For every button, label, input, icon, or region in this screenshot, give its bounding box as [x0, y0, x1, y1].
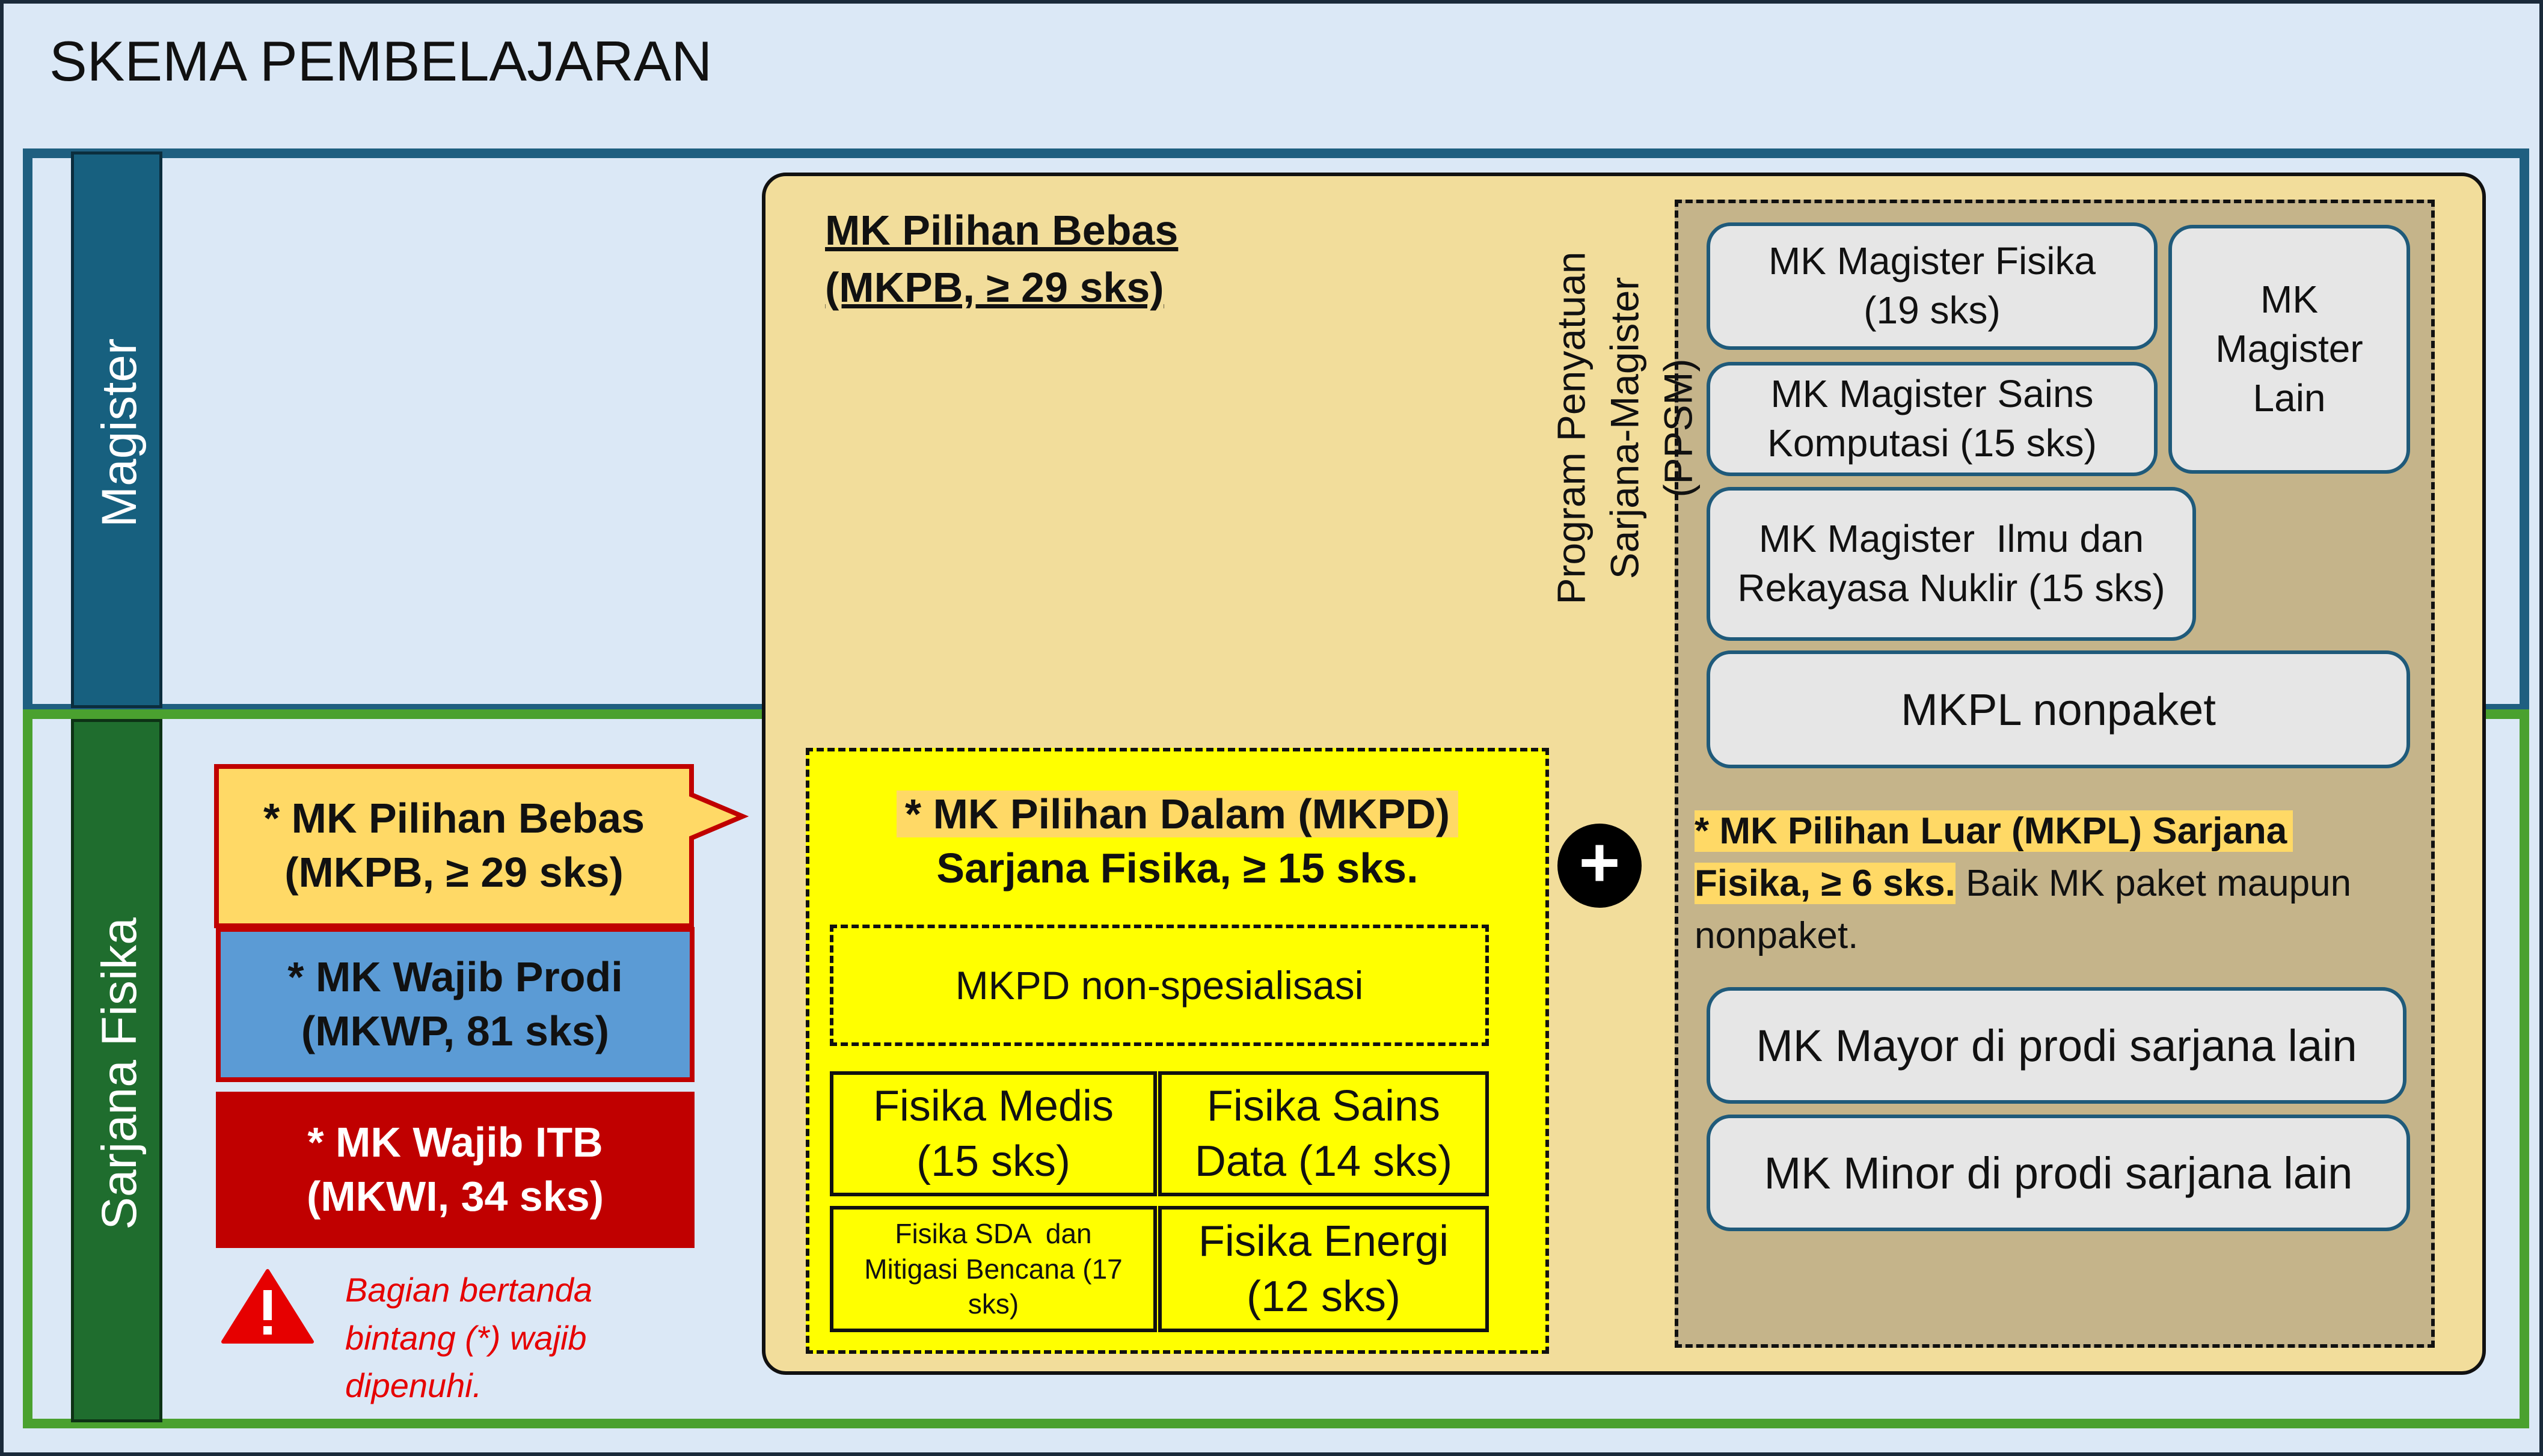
sarjana-label-bar: Sarjana Fisika: [71, 719, 162, 1422]
mkpl-line1: * MK Pilihan Luar (MKPL) Sarjana: [1695, 810, 2293, 852]
mkpl-line2-bold: Fisika, ≥ 6 sks.: [1695, 862, 1956, 904]
fisika-medis-line2: (15 sks): [916, 1137, 1071, 1185]
sarjana-mkpb-line1: * MK Pilihan Bebas: [263, 795, 645, 842]
mk-magister-nuklir-box: MK Magister Ilmu dan Rekayasa Nuklir (15…: [1707, 487, 2196, 641]
mkpd-line1: * MK Pilihan Dalam (MKPD): [896, 791, 1459, 837]
ppsm-line2: Sarjana-Magister: [1602, 277, 1647, 580]
mk-mayor-label: MK Mayor di prodi sarjana lain: [1756, 1020, 2357, 1071]
plus-icon: +: [1557, 824, 1642, 908]
mkwp-line1: * MK Wajib Prodi: [287, 953, 623, 1001]
mk-minor-box: MK Minor di prodi sarjana lain: [1707, 1115, 2410, 1231]
mk-magister-lain-box: MK Magister Lain: [2168, 225, 2410, 474]
mkpd-nonspesialisasi-label: MKPD non-spesialisasi: [955, 963, 1364, 1008]
fisika-medis-box: Fisika Medis (15 sks): [830, 1071, 1157, 1196]
sarjana-mkpb-line2: (MKPB, ≥ 29 sks): [284, 849, 624, 896]
mkpd-title: * MK Pilihan Dalam (MKPD) Sarjana Fisika…: [809, 788, 1546, 895]
mkwi-line2: (MKWI, 34 sks): [307, 1173, 604, 1220]
mk-magister-nuklir-line2: Rekayasa Nuklir (15 sks): [1737, 566, 2165, 610]
ppsm-line1: Program Penyatuan: [1548, 251, 1594, 605]
mkpl-nonpaket-label: MKPL nonpaket: [1901, 684, 2216, 735]
sarjana-mkpb-text: * MK Pilihan Bebas (MKPB, ≥ 29 sks): [218, 767, 690, 925]
sarjana-mkpb-callout: [214, 764, 749, 928]
mk-magister-sains-line2: Komputasi (15 sks): [1767, 421, 2097, 465]
fisika-energi-line2: (12 sks): [1246, 1273, 1401, 1321]
magister-label-bar: Magister: [71, 151, 162, 708]
mkwi-line1: * MK Wajib ITB: [307, 1119, 603, 1166]
fisika-sains-data-box: Fisika Sains Data (14 sks): [1158, 1071, 1489, 1196]
mkpl-line2-rest: Baik MK paket maupun: [1955, 862, 2352, 904]
warning-line2: bintang (*) wajib: [345, 1318, 587, 1357]
mk-magister-lain-line2: Magister: [2215, 327, 2363, 371]
mk-magister-sains-line1: MK Magister Sains: [1770, 372, 2094, 416]
fisika-sda-line3: sks): [968, 1288, 1019, 1320]
magister-mkpb-line2: (MKPB, ≥ 29 sks): [825, 263, 1164, 311]
mkpl-line3: nonpaket.: [1695, 914, 1859, 956]
mk-magister-lain-line1: MK: [2260, 278, 2318, 322]
mk-magister-nuklir-line1: MK Magister Ilmu dan: [1758, 517, 2144, 561]
mk-minor-label: MK Minor di prodi sarjana lain: [1764, 1148, 2353, 1198]
plus-symbol: +: [1578, 823, 1621, 902]
mkpd-line2: Sarjana Fisika, ≥ 15 sks.: [936, 844, 1419, 892]
fisika-sda-line1: Fisika SDA dan: [895, 1217, 1092, 1249]
fisika-sains-data-line2: Data (14 sks): [1194, 1137, 1453, 1185]
warning-line3: dipenuhi.: [345, 1366, 482, 1405]
mkwi-box: * MK Wajib ITB (MKWI, 34 sks): [216, 1092, 695, 1248]
warning-line1: Bagian bertanda: [345, 1271, 593, 1309]
fisika-sda-box: Fisika SDA dan Mitigasi Bencana (17 sks): [830, 1206, 1157, 1332]
mkpl-description: * MK Pilihan Luar (MKPL) Sarjana Fisika,…: [1695, 806, 2428, 962]
mkpd-nonspesialisasi-box: MKPD non-spesialisasi: [830, 925, 1489, 1046]
mk-magister-fisika-box: MK Magister Fisika (19 sks): [1707, 222, 2158, 350]
mk-magister-sains-komputasi-box: MK Magister Sains Komputasi (15 sks): [1707, 362, 2158, 476]
ppsm-line3: (PPSM): [1655, 358, 1701, 498]
fisika-energi-line1: Fisika Energi: [1198, 1217, 1449, 1265]
fisika-medis-line1: Fisika Medis: [873, 1081, 1114, 1130]
magister-mkpb-title: MK Pilihan Bebas (MKPB, ≥ 29 sks): [825, 202, 1178, 316]
mk-mayor-box: MK Mayor di prodi sarjana lain: [1707, 987, 2406, 1104]
mkpd-area: [806, 748, 1549, 1354]
mk-magister-fisika-line2: (19 sks): [1864, 289, 2001, 332]
sarjana-label: Sarjana Fisika: [92, 917, 147, 1230]
mk-magister-fisika-line1: MK Magister Fisika: [1768, 239, 2096, 283]
fisika-sains-data-line1: Fisika Sains: [1206, 1081, 1441, 1130]
mkwp-line2: (MKWP, 81 sks): [301, 1008, 610, 1054]
ppsm-label: Program Penyatuan Sarjana-Magister (PPSM…: [1548, 218, 1700, 638]
warning-icon: [221, 1269, 314, 1344]
fisika-sda-line2: Mitigasi Bencana (17: [864, 1253, 1123, 1285]
page-title: SKEMA PEMBELAJARAN: [49, 29, 713, 93]
magister-mkpb-line1: MK Pilihan Bebas: [825, 207, 1179, 254]
warning-text: Bagian bertanda bintang (*) wajib dipenu…: [345, 1266, 592, 1410]
magister-label: Magister: [92, 338, 147, 528]
mk-magister-lain-line3: Lain: [2253, 376, 2326, 420]
mkpl-nonpaket-box: MKPL nonpaket: [1707, 650, 2410, 768]
mkwp-box: * MK Wajib Prodi (MKWP, 81 sks): [216, 927, 695, 1082]
fisika-energi-box: Fisika Energi (12 sks): [1158, 1206, 1489, 1332]
